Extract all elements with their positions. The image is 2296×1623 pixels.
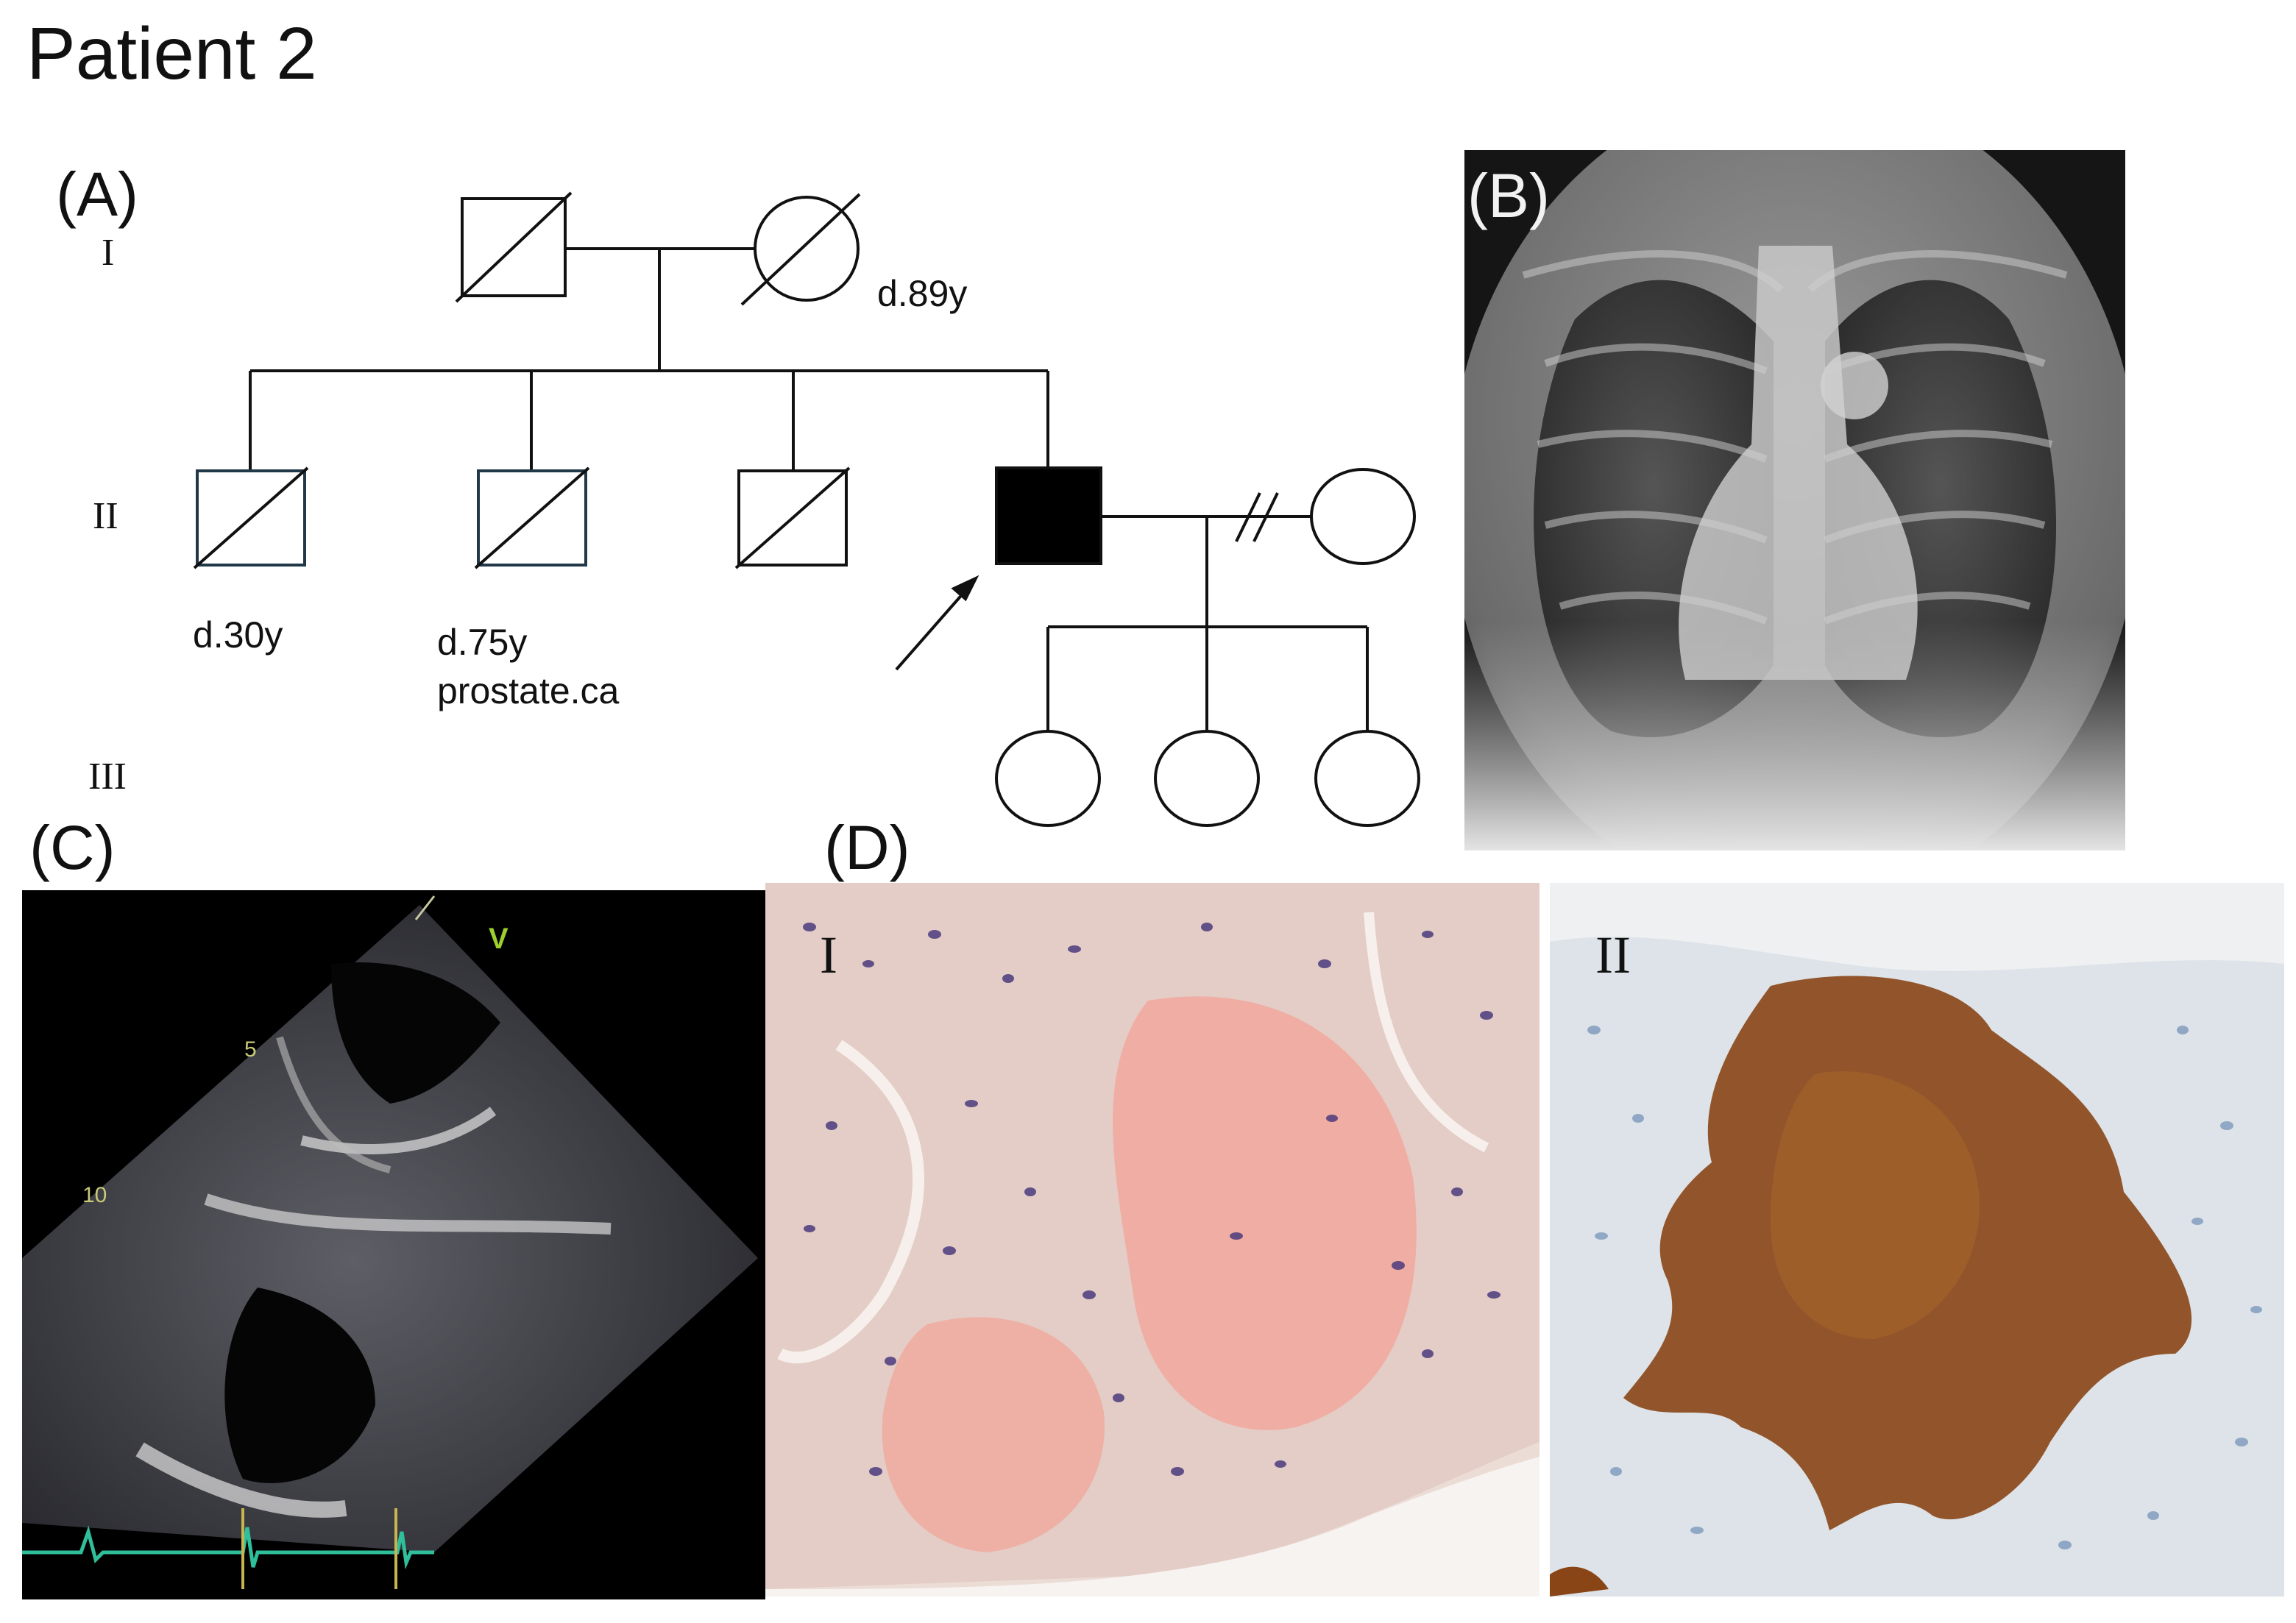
- depth-mark-5: 5: [244, 1037, 257, 1062]
- brown-amyloid-deposit: [1550, 976, 2192, 1597]
- sibling-1-death-age: d.30y: [193, 614, 283, 656]
- proband-affected-symbol: [995, 466, 1102, 565]
- figure-title: Patient 2: [26, 13, 317, 95]
- depth-mark-10: 10: [82, 1183, 107, 1207]
- daughter-1-symbol: [995, 730, 1101, 827]
- daughter-3-symbol: [1314, 730, 1420, 827]
- ecg-trace: [22, 1525, 434, 1570]
- probe-orientation-marker: V: [489, 923, 509, 955]
- echocardiogram-image: [22, 890, 765, 1599]
- daughter-2-symbol: [1154, 730, 1260, 827]
- grandmother-death-age: d.89y: [877, 273, 968, 314]
- congo-red-histology-image: [765, 883, 1539, 1597]
- subpanel-label-2: II: [1595, 926, 1631, 984]
- subpanel-label-1: I: [820, 926, 837, 984]
- grandmother-deceased-symbol: [754, 196, 860, 302]
- generation-label-2: II: [93, 495, 118, 537]
- blue-nuclei-pattern: [1587, 1026, 2262, 1549]
- nuclei-pattern: [803, 923, 1500, 1476]
- sibling-2-death-age: d.75y: [437, 622, 528, 663]
- spouse-symbol: [1310, 468, 1416, 565]
- immunohistochemistry-image: [1550, 883, 2284, 1597]
- generation-label-3: III: [88, 756, 127, 798]
- panel-b-label: (B): [1467, 161, 1550, 230]
- separation-mark: [1235, 492, 1261, 542]
- chest-xray-image: [1464, 150, 2125, 850]
- panel-c-label: (C): [29, 813, 116, 882]
- panel-a-label: (A): [56, 160, 138, 229]
- pedigree-chart: [193, 191, 1420, 827]
- proband-arrow: [895, 584, 971, 671]
- panel-d-label: (D): [824, 813, 910, 882]
- generation-label-1: I: [102, 232, 115, 274]
- sibling-2-cause: prostate.ca: [437, 670, 620, 711]
